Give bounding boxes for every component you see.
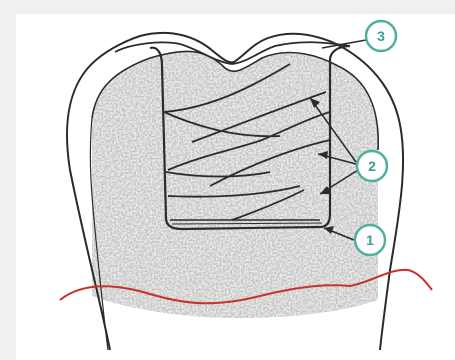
callout-1: 1	[355, 225, 385, 255]
callout-3: 3	[366, 21, 396, 51]
callout-2: 2	[357, 151, 387, 181]
callout-2-label: 2	[368, 158, 376, 174]
callout-1-label: 1	[366, 232, 374, 248]
callout-3-label: 3	[377, 28, 385, 44]
